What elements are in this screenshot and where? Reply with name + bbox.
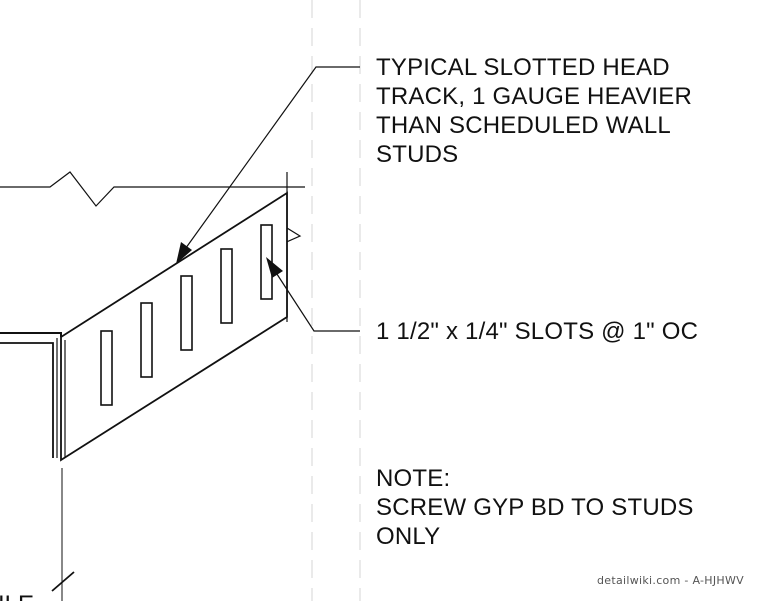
- track-slot: [100, 330, 113, 406]
- track-slot: [140, 302, 153, 378]
- wall-stud-outline-inner: [0, 342, 54, 458]
- note-heading: NOTE:: [376, 465, 450, 492]
- cut-off-label: ILE: [0, 591, 34, 601]
- note-line-2: ONLY: [376, 523, 440, 550]
- head-track-leader-line: [182, 66, 360, 253]
- head-track-callout-line-3: THAN SCHEDULED WALL: [376, 112, 671, 139]
- head-track-callout-line-1: TYPICAL SLOTTED HEAD: [376, 54, 670, 81]
- wall-stud-outline-outer: [0, 332, 62, 337]
- slots-callout: 1 1/2" x 1/4" SLOTS @ 1" OC: [376, 318, 698, 345]
- track-slot: [180, 275, 193, 351]
- slots-leader-line: [272, 267, 360, 332]
- watermark: detailwiki.com - A-HJHWV: [597, 574, 744, 587]
- head-track-leader-arrow: [176, 242, 192, 264]
- note-line-1: SCREW GYP BD TO STUDS: [376, 494, 694, 521]
- slotted-head-track: [60, 191, 288, 462]
- head-track-callout-line-4: STUDS: [376, 141, 458, 168]
- slots-leader-arrow: [266, 257, 283, 278]
- head-track-callout-line-2: TRACK, 1 GAUGE HEAVIER: [376, 83, 692, 110]
- deck-break-line: [0, 171, 305, 207]
- cut-tick-mark: [51, 571, 75, 592]
- track-slot: [220, 248, 233, 324]
